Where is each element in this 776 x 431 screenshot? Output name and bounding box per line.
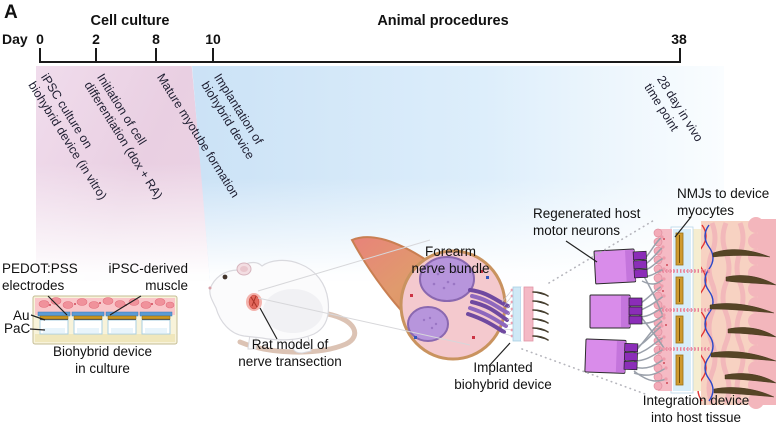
day-tick-0: 0 bbox=[36, 31, 44, 47]
caption-device-culture: Biohybrid device in culture bbox=[52, 344, 153, 376]
panel-letter: A bbox=[4, 2, 18, 23]
magnification-lines bbox=[257, 239, 471, 346]
day-tick-10: 10 bbox=[205, 31, 221, 47]
axon-terminals bbox=[660, 235, 668, 381]
rat-eye bbox=[222, 274, 228, 280]
blood-vessel-blue bbox=[704, 224, 714, 402]
label-nmjs: NMJs to device myocytes bbox=[677, 186, 770, 218]
day-tick-2: 2 bbox=[92, 31, 100, 47]
caption-integration: Integration device into host tissue bbox=[642, 393, 750, 425]
zoom-dotted-lines bbox=[521, 218, 657, 396]
day-tick-38: 38 bbox=[671, 31, 687, 47]
integration-illustration bbox=[584, 217, 776, 409]
animal-procedures-phase-band bbox=[192, 66, 724, 281]
day-tick-8: 8 bbox=[152, 31, 160, 47]
device-wells bbox=[37, 311, 173, 335]
timeline-axis bbox=[39, 48, 681, 63]
nerve-wound bbox=[246, 293, 262, 311]
nerve-dots bbox=[410, 270, 489, 339]
caption-rat-model: Rat model of nerve transection bbox=[238, 337, 342, 369]
rat-nose bbox=[208, 286, 212, 290]
biohybrid-device-illustration bbox=[32, 295, 178, 345]
motor-neuron-blocks bbox=[584, 248, 648, 374]
day-axis-prefix: Day bbox=[2, 31, 28, 47]
label-motor-neurons: Regenerated host motor neurons bbox=[533, 206, 641, 238]
phase-header-animal-procedures: Animal procedures bbox=[377, 13, 509, 29]
label-leader-lines bbox=[29, 216, 692, 367]
label-forearm-nerve: Forearm nerve bundle bbox=[411, 244, 490, 276]
label-au: Au bbox=[13, 308, 30, 323]
nmj-connections bbox=[659, 269, 710, 351]
implanted-device-mini bbox=[501, 286, 549, 342]
rat-tail bbox=[237, 311, 358, 355]
caption-implanted-device: Implanted biohybrid device bbox=[454, 360, 552, 392]
cell-culture-phase-band bbox=[36, 66, 211, 281]
nerve-fiber-bundle bbox=[466, 288, 510, 334]
label-pedot-electrodes: PEDOT:PSS electrodes bbox=[2, 261, 78, 293]
nerve-bundle-illustration bbox=[350, 236, 549, 361]
label-pac: PaC bbox=[4, 321, 31, 336]
phase-header-cell-culture: Cell culture bbox=[90, 13, 170, 29]
hairs bbox=[709, 249, 776, 398]
myocyte-cells bbox=[38, 297, 175, 309]
nerve-fascicles bbox=[407, 256, 475, 342]
device-substrate bbox=[693, 229, 701, 391]
label-ipsc-muscle: iPSC-derived muscle bbox=[108, 261, 188, 293]
